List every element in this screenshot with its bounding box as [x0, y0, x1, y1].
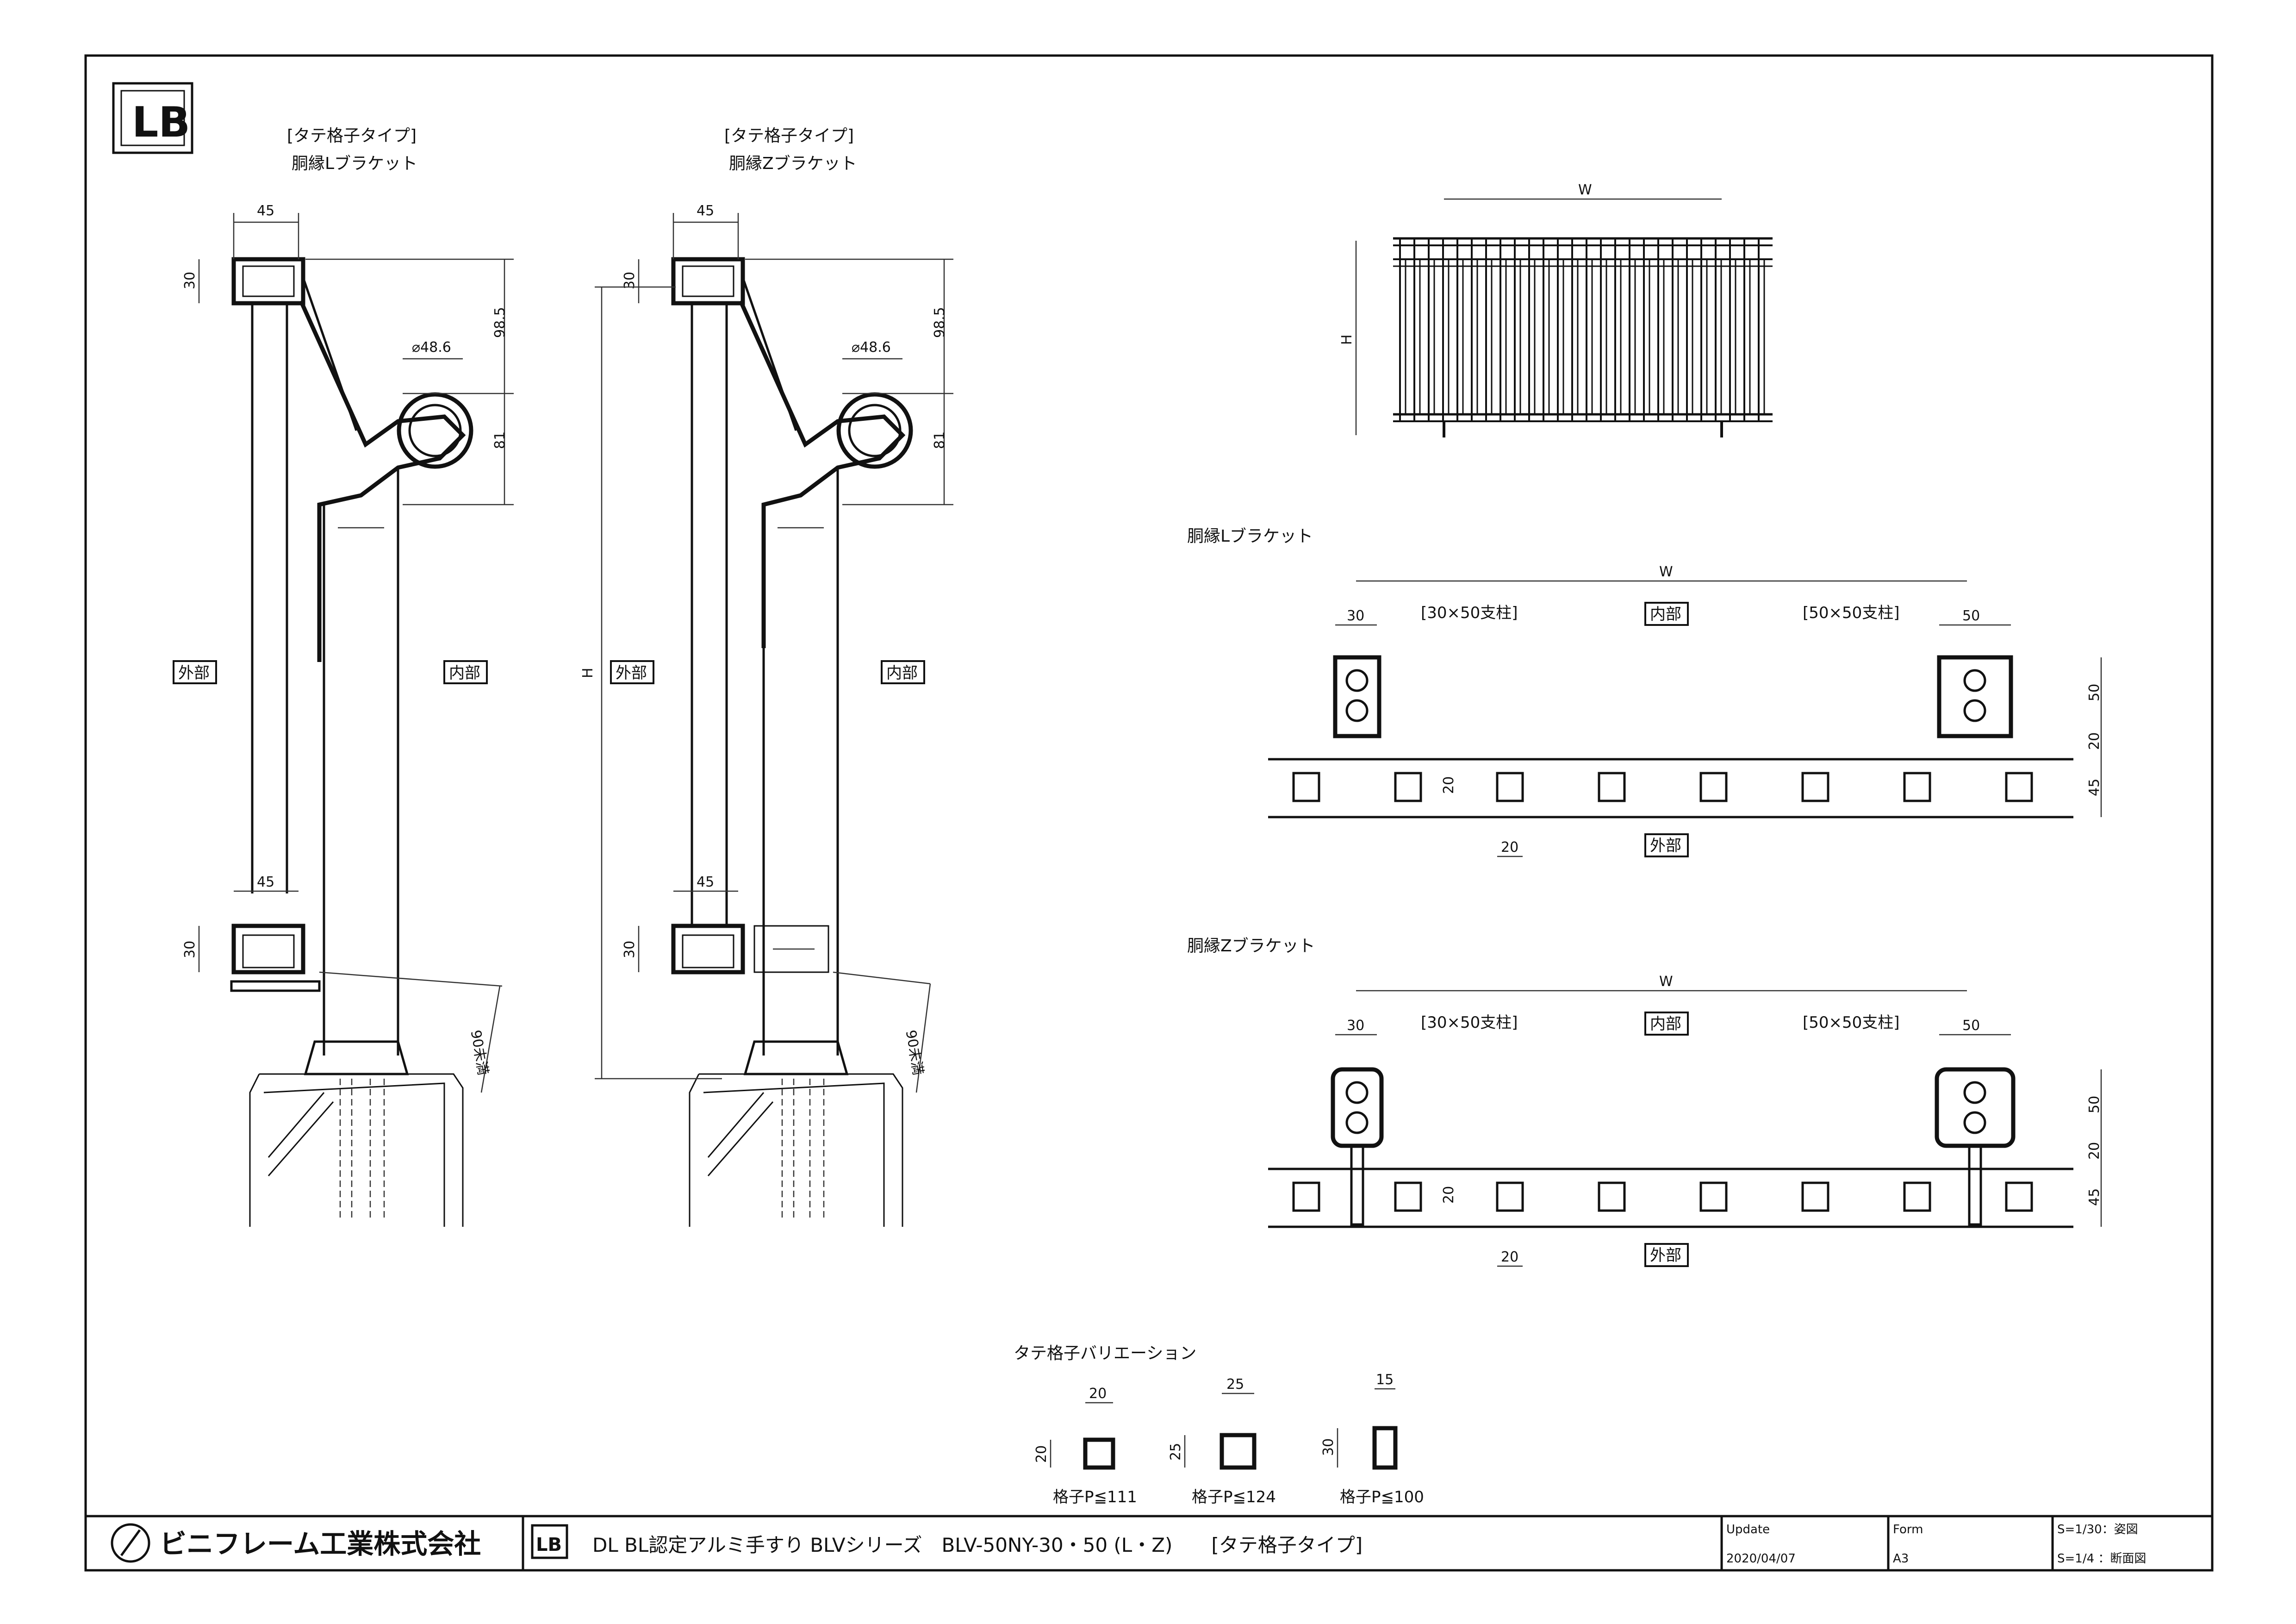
- section-z-bracket: [タテ格子タイプ] 胴縁Zブラケット 45 30 H: [580, 126, 953, 1227]
- company-logo-icon: [111, 1523, 150, 1563]
- svg-text:45: 45: [697, 874, 714, 890]
- svg-text:20: 20: [1501, 1249, 1518, 1265]
- svg-text:W: W: [1659, 974, 1673, 990]
- product-title: DL BL認定アルミ手すり BLVシリーズ BLV-50NY-30・50 (L・…: [592, 1534, 1363, 1556]
- company-name: ビニフレーム工業株式会社: [160, 1528, 481, 1560]
- svg-text:20: 20: [2086, 1142, 2103, 1160]
- svg-text:内部: 内部: [1650, 1015, 1681, 1033]
- sheet-border: [84, 54, 2214, 1572]
- svg-text:30: 30: [1347, 608, 1364, 624]
- svg-text:45: 45: [2086, 779, 2103, 796]
- svg-text:H: H: [1339, 334, 1355, 345]
- svg-text:LB: LB: [132, 98, 190, 147]
- svg-text:45: 45: [257, 874, 274, 890]
- svg-text:98.5: 98.5: [492, 307, 508, 338]
- z-outside-label: 外部: [616, 664, 647, 682]
- svg-text:81: 81: [492, 431, 508, 449]
- z-type-title: [タテ格子タイプ]: [724, 126, 854, 145]
- l-type-title: [タテ格子タイプ]: [287, 126, 417, 145]
- svg-text:[50×50支柱]: [50×50支柱]: [1803, 604, 1900, 622]
- svg-text:胴縁Lブラケット: 胴縁Lブラケット: [1187, 527, 1313, 546]
- lb-logo-icon: LB: [112, 82, 193, 154]
- section-l-bracket: [タテ格子タイプ] 胴縁Lブラケット 4: [173, 126, 514, 1227]
- fence-elevation-dims: W H: [1339, 182, 1722, 435]
- svg-text:Update: Update: [1726, 1523, 1770, 1537]
- svg-text:25: 25: [1226, 1376, 1244, 1393]
- svg-text:格子P≦111: 格子P≦111: [1053, 1488, 1137, 1506]
- fence-elevation: [1393, 237, 1773, 437]
- svg-text:[30×50支柱]: [30×50支柱]: [1421, 604, 1518, 622]
- svg-text:20: 20: [1033, 1445, 1050, 1463]
- svg-text:30: 30: [622, 941, 638, 958]
- svg-text:45: 45: [697, 203, 714, 219]
- svg-text:⌀48.6: ⌀48.6: [852, 339, 891, 356]
- svg-text:A3: A3: [1893, 1552, 1909, 1566]
- svg-text:LB: LB: [536, 1534, 562, 1555]
- svg-text:30: 30: [1320, 1438, 1337, 1456]
- svg-text:H: H: [580, 668, 596, 678]
- svg-text:20: 20: [1089, 1386, 1107, 1402]
- svg-text:タテ格子バリエーション: タテ格子バリエーション: [1014, 1344, 1196, 1363]
- title-block: ビニフレーム工業株式会社 LB DL BL認定アルミ手すり BLVシリーズ BL…: [86, 1515, 2212, 1570]
- svg-text:2020/04/07: 2020/04/07: [1726, 1552, 1796, 1566]
- svg-text:格子P≦100: 格子P≦100: [1340, 1488, 1424, 1506]
- svg-text:50: 50: [1962, 1018, 1980, 1034]
- l-inside-label: 内部: [449, 664, 480, 682]
- svg-text:外部: 外部: [1650, 1246, 1681, 1265]
- svg-text:30: 30: [182, 941, 198, 958]
- svg-text:W: W: [1659, 564, 1673, 580]
- svg-text:81: 81: [932, 431, 948, 449]
- svg-text:胴縁Zブラケット: 胴縁Zブラケット: [1187, 937, 1315, 956]
- z-inside-label: 内部: [886, 664, 918, 682]
- svg-text:20: 20: [2086, 732, 2103, 750]
- l-name-title: 胴縁Lブラケット: [292, 154, 417, 173]
- svg-text:30: 30: [1347, 1018, 1364, 1034]
- plan-l-bracket: 胴縁Lブラケット W 30 [30×50支柱] 内部 [50×50支柱] 50 …: [1187, 527, 2103, 857]
- svg-text:98.5: 98.5: [932, 307, 948, 338]
- svg-text:格子P≦124: 格子P≦124: [1192, 1488, 1276, 1506]
- svg-text:50: 50: [2086, 1096, 2103, 1113]
- svg-text:25: 25: [1168, 1443, 1184, 1461]
- svg-text:20: 20: [1441, 776, 1457, 794]
- svg-text:[30×50支柱]: [30×50支柱]: [1421, 1013, 1518, 1032]
- svg-text:15: 15: [1376, 1372, 1394, 1388]
- svg-text:S=1/4 ：断面図: S=1/4 ：断面図: [2057, 1552, 2146, 1566]
- z-name-title: 胴縁Zブラケット: [729, 154, 857, 173]
- l-outside-label: 外部: [178, 664, 210, 682]
- lb-small-logo-icon: LB: [531, 1524, 568, 1559]
- svg-text:50: 50: [2086, 684, 2103, 701]
- svg-text:45: 45: [257, 203, 274, 219]
- svg-text:[50×50支柱]: [50×50支柱]: [1803, 1013, 1900, 1032]
- svg-text:W: W: [1578, 182, 1592, 198]
- svg-text:Form: Form: [1893, 1523, 1923, 1537]
- svg-text:20: 20: [1441, 1186, 1457, 1204]
- svg-text:⌀48.6: ⌀48.6: [412, 339, 451, 356]
- svg-text:20: 20: [1501, 839, 1518, 856]
- svg-text:90未満: 90未満: [902, 1029, 927, 1076]
- svg-text:外部: 外部: [1650, 837, 1681, 855]
- svg-text:45: 45: [2086, 1188, 2103, 1206]
- svg-text:30: 30: [182, 272, 198, 289]
- svg-text:内部: 内部: [1650, 605, 1681, 624]
- svg-text:S=1/30：姿図: S=1/30：姿図: [2057, 1523, 2138, 1537]
- svg-text:90未満: 90未満: [467, 1029, 492, 1076]
- svg-text:50: 50: [1962, 608, 1980, 624]
- svg-text:30: 30: [622, 272, 638, 289]
- plan-z-bracket: 胴縁Zブラケット W 30 [30×50支柱] 内部 [50×50支柱] 50 …: [1187, 937, 2103, 1267]
- lattice-variations: タテ格子バリエーション 20 20 格子P≦111 25 25 格子P≦124 …: [1014, 1344, 1424, 1506]
